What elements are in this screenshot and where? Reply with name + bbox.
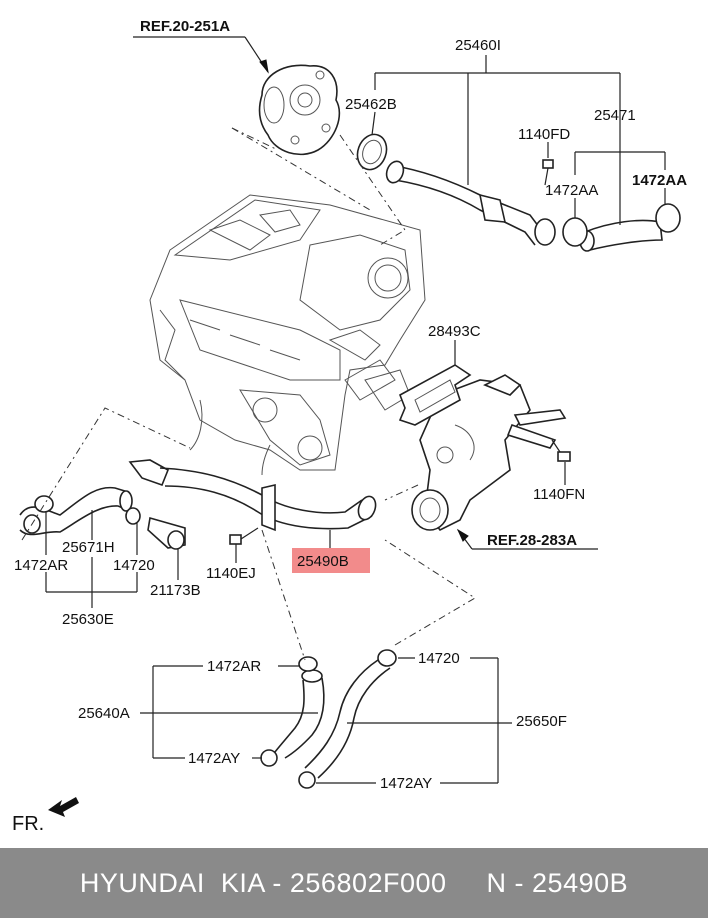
- hose-25650f-drawing: [298, 649, 397, 789]
- bolt-1140ej-drawing: [229, 527, 259, 545]
- label-front: FR.: [12, 813, 44, 835]
- label-1472aa-2[interactable]: 1472AA: [632, 172, 687, 189]
- thermostat-housing-drawing: [411, 374, 567, 532]
- front-arrow-icon: [48, 797, 79, 817]
- label-25640a[interactable]: 25640A: [78, 705, 130, 722]
- gasket-28493c-drawing: [398, 364, 472, 426]
- pipe-25490b-drawing: [128, 459, 377, 532]
- diagram-canvas: REF.20-251A 25460I 25462B 25471 1140FD 1…: [12, 18, 687, 835]
- label-1472aa-1[interactable]: 1472AA: [545, 182, 598, 199]
- label-25630e[interactable]: 25630E: [62, 611, 114, 628]
- label-25490b[interactable]: 25490B: [297, 553, 349, 570]
- bolt-1140fd-drawing: [542, 159, 554, 186]
- label-28493c[interactable]: 28493C: [428, 323, 481, 340]
- label-14720-bottom[interactable]: 14720: [418, 650, 460, 667]
- label-25471[interactable]: 25471: [594, 107, 636, 124]
- label-14720-left[interactable]: 14720: [113, 557, 155, 574]
- label-25650f[interactable]: 25650F: [516, 713, 567, 730]
- label-25671h[interactable]: 25671H: [62, 539, 115, 556]
- label-25462b[interactable]: 25462B: [345, 96, 397, 113]
- label-1472ay-right[interactable]: 1472AY: [380, 775, 432, 792]
- label-1140fd[interactable]: 1140FD: [518, 126, 570, 143]
- highlight-box: [292, 548, 370, 573]
- part-labels: REF.20-251A 25460I 25462B 25471 1140FD 1…: [12, 18, 687, 835]
- engine-block-drawing: [149, 194, 426, 476]
- reference-dash-lines: [21, 127, 476, 661]
- leader-lines: [45, 36, 666, 784]
- label-25460i[interactable]: 25460I: [455, 37, 501, 54]
- label-1140fn[interactable]: 1140FN: [533, 486, 585, 503]
- hose-25640a-drawing: [260, 656, 325, 767]
- label-ref-20-251a[interactable]: REF.20-251A: [140, 18, 230, 35]
- hose-25671h-drawing: [19, 486, 141, 536]
- part-number-footer: HYUNDAI KIA - 256802F000 N - 25490B: [0, 848, 708, 918]
- label-1140ej[interactable]: 1140EJ: [206, 565, 256, 582]
- label-1472ar-left[interactable]: 1472AR: [14, 557, 68, 574]
- footer-text: HYUNDAI KIA - 256802F000 N - 25490B: [79, 868, 629, 898]
- hose-25471-drawing: [562, 203, 681, 252]
- pipe-25460i-drawing: [356, 133, 556, 246]
- label-ref-28-283a[interactable]: REF.28-283A: [487, 532, 577, 549]
- fitting-21173b-drawing: [147, 516, 186, 550]
- bolt-1140fn-drawing: [551, 439, 571, 462]
- label-1472ar-bottom[interactable]: 1472AR: [207, 658, 261, 675]
- label-21173b[interactable]: 21173B: [150, 582, 201, 599]
- water-pump-drawing: [258, 64, 341, 156]
- label-1472ay-left[interactable]: 1472AY: [188, 750, 240, 767]
